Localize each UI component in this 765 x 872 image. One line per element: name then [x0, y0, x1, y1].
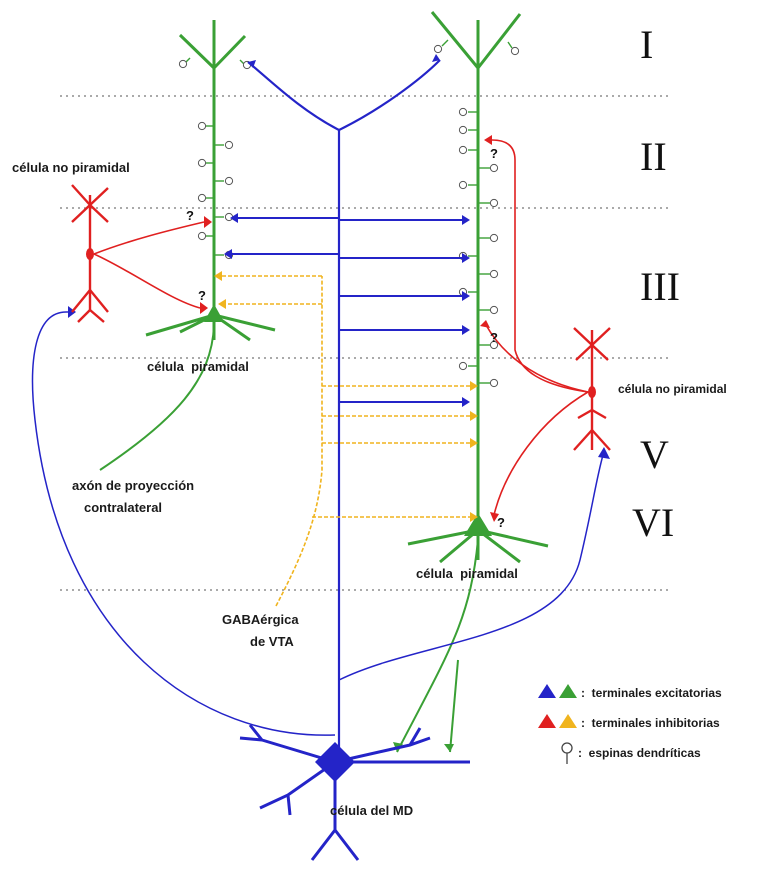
- dendritic-spines-lower: [433, 39, 520, 388]
- nonpyramidal-soma-right: [588, 386, 596, 398]
- projection-axon: [99, 324, 215, 471]
- md-cell-soma: [315, 742, 355, 782]
- legend-excitatory-blue-icon: [538, 684, 556, 698]
- label-pyramidal-lower: célula piramidal: [416, 566, 518, 581]
- pyramidal-soma-lower: [464, 513, 492, 536]
- pyramidal-neuron-lower: [393, 11, 549, 753]
- question-mark-2: ?: [198, 288, 206, 303]
- md-thalamic-neuron: [31, 54, 610, 861]
- pyramidal-soma-upper: [204, 304, 224, 322]
- corticothalamic-axon: [396, 539, 479, 753]
- layer-label-I: I: [640, 22, 653, 67]
- layer-label-VI: VI: [632, 500, 674, 545]
- legend-spines-label: : espinas dendríticas: [578, 746, 701, 760]
- question-mark-5: ?: [497, 515, 505, 530]
- legend-inhibitory-yellow-icon: [559, 714, 577, 728]
- layer-boundaries: [60, 95, 668, 591]
- label-nonpyramidal-right: célula no piramidal: [618, 382, 727, 396]
- label-axon-line1: axón de proyección: [72, 478, 194, 493]
- gabaergic-vta-fibers: [214, 271, 478, 607]
- nonpyramidal-neuron-left: [71, 184, 212, 323]
- layer-label-II: II: [640, 134, 667, 179]
- label-pyramidal-upper: célula piramidal: [147, 359, 249, 374]
- corticothalamic-collateral: [449, 659, 459, 753]
- question-mark-1: ?: [186, 208, 194, 223]
- question-mark-4: ?: [490, 330, 498, 345]
- pyramidal-neuron-upper: [99, 20, 276, 471]
- question-mark-3: ?: [490, 146, 498, 161]
- label-gaba-line1: GABAérgica: [222, 612, 299, 627]
- legend-inhibitory-red-icon: [538, 714, 556, 728]
- legend-inhibitory-label: : terminales inhibitorias: [581, 716, 720, 730]
- label-nonpyramidal-left: célula no piramidal: [12, 160, 130, 175]
- legend-spine-icon: [561, 742, 573, 764]
- legend-excitatory-label: : terminales excitatorias: [581, 686, 722, 700]
- nonpyramidal-soma-left: [86, 248, 94, 260]
- nonpyramidal-neuron-right: [480, 135, 611, 522]
- label-axon-line2: contralateral: [84, 500, 162, 515]
- layer-label-III: III: [640, 264, 680, 309]
- label-md-cell: célula del MD: [330, 803, 413, 818]
- legend: : terminales excitatorias : terminales i…: [538, 684, 722, 764]
- label-gaba-line2: de VTA: [250, 634, 294, 649]
- legend-excitatory-green-icon: [559, 684, 577, 698]
- layer-label-V: V: [640, 432, 669, 477]
